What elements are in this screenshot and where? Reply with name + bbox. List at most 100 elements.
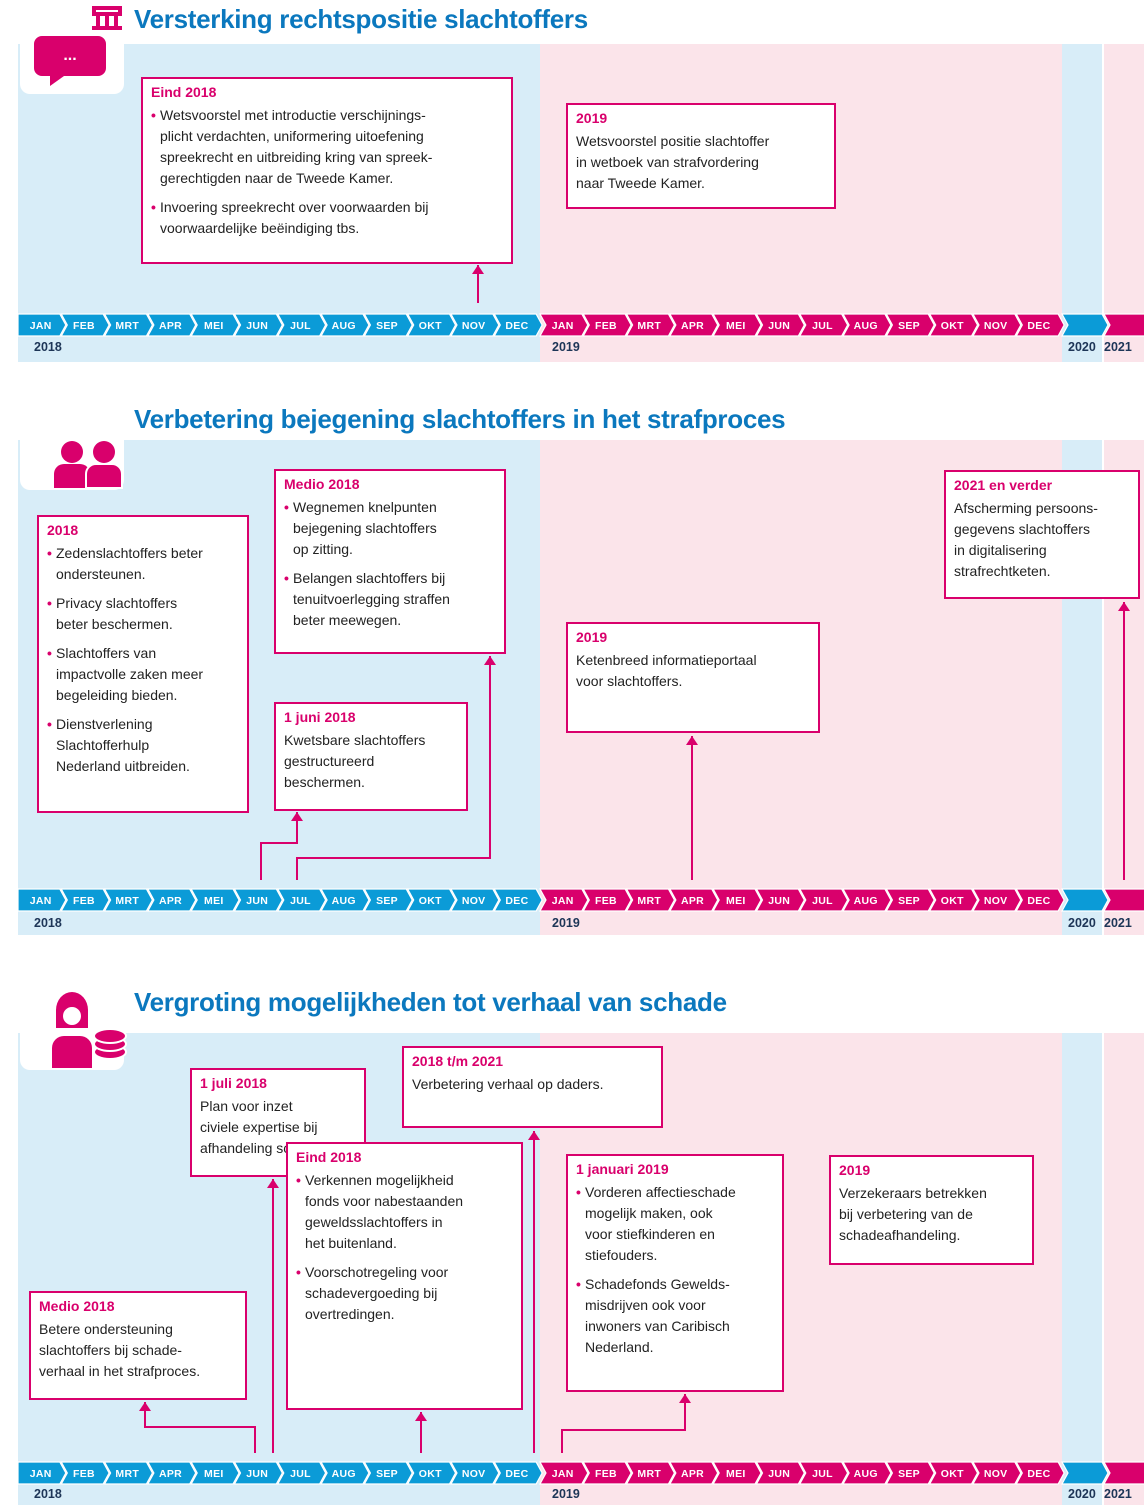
milestone-text: Afscherming persoons- bbox=[954, 500, 1098, 516]
month-segment bbox=[668, 1461, 719, 1485]
milestone-frame bbox=[944, 470, 1140, 599]
month-label: APR bbox=[681, 1468, 704, 1480]
milestone-title: Eind 2018 bbox=[296, 1149, 362, 1165]
milestone-title: Eind 2018 bbox=[151, 84, 217, 100]
month-label: AUG bbox=[854, 1468, 878, 1480]
month-label: NOV bbox=[984, 1468, 1008, 1480]
connector-line bbox=[561, 1394, 686, 1453]
month-segment bbox=[1015, 888, 1065, 912]
milestone-text: fonds voor nabestaanden bbox=[305, 1193, 463, 1209]
year-segment-2020 bbox=[1060, 1461, 1109, 1485]
month-segment bbox=[60, 888, 110, 912]
milestone-title: 2018 bbox=[47, 522, 78, 538]
month-segment bbox=[406, 888, 457, 912]
month-segment bbox=[17, 313, 67, 337]
month-segment bbox=[320, 888, 370, 912]
bullet-dot: • bbox=[296, 1172, 301, 1188]
year-label-2018: 2018 bbox=[34, 340, 62, 354]
month-segment bbox=[538, 888, 589, 912]
milestone-text: het buitenland. bbox=[305, 1235, 397, 1251]
month-segment bbox=[103, 1461, 154, 1485]
bullet-dot: • bbox=[47, 716, 52, 732]
arrow-head bbox=[291, 812, 303, 821]
month-label: OKT bbox=[419, 320, 442, 332]
year-segment-2020 bbox=[1060, 888, 1109, 912]
month-label: NOV bbox=[462, 1468, 486, 1480]
month-segment bbox=[363, 313, 413, 337]
month-segment bbox=[842, 888, 892, 912]
section-title: Versterking rechtspositie slachtoffers bbox=[134, 4, 588, 34]
month-label: FEB bbox=[595, 320, 617, 332]
month-label: DEC bbox=[505, 1468, 528, 1480]
milestone-text: misdrijven ook voor bbox=[585, 1297, 706, 1313]
speech-bubble-icon: ... bbox=[34, 6, 122, 86]
month-label: DEC bbox=[505, 320, 528, 332]
year-label-2019: 2019 bbox=[552, 916, 580, 930]
bullet-dot: • bbox=[151, 199, 156, 215]
bullet-dot: • bbox=[284, 570, 289, 586]
milestone-text: voorwaardelijke beëindiging tbs. bbox=[160, 220, 359, 236]
month-segment bbox=[582, 313, 632, 337]
month-segment bbox=[885, 888, 935, 912]
milestone-text: Wetsvoorstel positie slachtoffer bbox=[576, 133, 770, 149]
milestone-text: inwoners van Caribisch bbox=[585, 1318, 730, 1334]
milestone-text: civiele expertise bij bbox=[200, 1119, 318, 1135]
month-segment bbox=[17, 888, 67, 912]
bullet-dot: • bbox=[296, 1264, 301, 1280]
milestone-text: ondersteunen. bbox=[56, 566, 146, 582]
month-label: MRT bbox=[115, 1468, 139, 1480]
year-label-2020: 2020 bbox=[1068, 1487, 1096, 1501]
background-2020 bbox=[1062, 44, 1102, 362]
milestone-text: Vorderen affectieschade bbox=[585, 1184, 736, 1200]
milestone-frame bbox=[829, 1155, 1034, 1265]
month-segment bbox=[320, 313, 370, 337]
month-segment bbox=[233, 1461, 283, 1485]
milestone-text: Schadefonds Gewelds- bbox=[585, 1276, 730, 1292]
month-segment bbox=[1015, 313, 1065, 337]
month-label: NOV bbox=[462, 320, 486, 332]
month-segment bbox=[60, 1461, 110, 1485]
milestone-text: slachtoffers bij schade- bbox=[39, 1342, 182, 1358]
month-segment bbox=[493, 313, 543, 337]
background-2020 bbox=[1062, 1033, 1102, 1505]
month-label: JAN bbox=[30, 320, 52, 332]
month-segment bbox=[493, 888, 543, 912]
month-label: MRT bbox=[637, 895, 661, 907]
month-label: DEC bbox=[1027, 1468, 1050, 1480]
milestone-text: Verkennen mogelijkheid bbox=[305, 1172, 454, 1188]
month-label: NOV bbox=[984, 320, 1008, 332]
bullet-dot: • bbox=[151, 107, 156, 123]
month-label: JUL bbox=[812, 1468, 833, 1480]
month-label: AUG bbox=[332, 320, 356, 332]
month-label: MRT bbox=[115, 895, 139, 907]
milestone-text: voor stiefkinderen en bbox=[585, 1226, 715, 1242]
month-segment bbox=[363, 1461, 413, 1485]
month-label: MEI bbox=[726, 895, 746, 907]
connector-line bbox=[296, 656, 491, 880]
year-segment-2021 bbox=[1102, 1461, 1144, 1485]
milestone-text: geweldsslachtoffers in bbox=[305, 1214, 442, 1230]
month-segment bbox=[755, 313, 805, 337]
month-segment bbox=[668, 888, 719, 912]
year-label-2019: 2019 bbox=[552, 340, 580, 354]
month-label: MEI bbox=[204, 895, 224, 907]
milestone-title: 2021 en verder bbox=[954, 477, 1053, 493]
month-label: SEP bbox=[898, 1468, 920, 1480]
arrow-head bbox=[528, 1131, 540, 1140]
milestone-frame bbox=[141, 77, 513, 264]
year-label-2021: 2021 bbox=[1104, 1487, 1132, 1501]
milestone-title: 1 juli 2018 bbox=[200, 1075, 267, 1091]
month-label: FEB bbox=[595, 1468, 617, 1480]
month-segment bbox=[625, 888, 676, 912]
month-segment bbox=[885, 1461, 935, 1485]
month-label: JUL bbox=[290, 1468, 311, 1480]
milestone-text: Betere ondersteuning bbox=[39, 1321, 173, 1337]
milestone-text: Dienstverlening bbox=[56, 716, 153, 732]
milestone-title: Medio 2018 bbox=[284, 476, 360, 492]
month-label: JAN bbox=[552, 1468, 574, 1480]
month-label: JUN bbox=[246, 320, 268, 332]
